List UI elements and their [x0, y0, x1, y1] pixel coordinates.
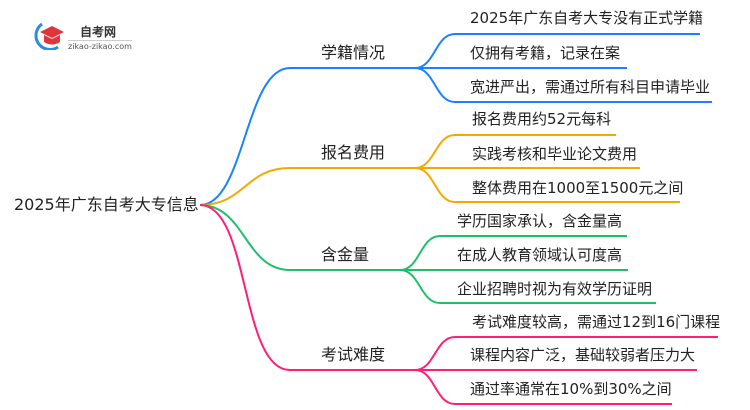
leaf-line-2-2 — [399, 269, 656, 304]
branch-label: 学籍情况 — [321, 43, 386, 62]
leaf-node: 在成人教育领域认可度高 — [457, 246, 623, 264]
branch-label: 含金量 — [321, 245, 370, 264]
leaf-line-3-2 — [414, 369, 672, 405]
branch-line-0 — [199, 67, 415, 206]
leaf-node: 报名费用约52元每科 — [472, 110, 612, 128]
leaf-node: 宽进严出，需通过所有科目申请毕业 — [470, 78, 711, 96]
branch-line-1 — [199, 167, 415, 206]
logo-url: zikao-zikao.com — [68, 40, 132, 51]
logo: 自考网 zikao-zikao.com — [32, 20, 142, 52]
leaf-node: 实践考核和毕业论文费用 — [472, 145, 638, 163]
leaf-node: 仅拥有考籍，记录在案 — [470, 44, 621, 62]
logo-name: 自考网 — [80, 25, 117, 39]
leaf-line-2-0 — [399, 235, 627, 271]
leaf-line-1-2 — [414, 167, 680, 203]
leaf-node: 通过率通常在10%到30%之间 — [470, 380, 672, 398]
leaf-node: 考试难度较高，需通过12到16门课程 — [472, 313, 721, 331]
branch-label: 报名费用 — [321, 143, 386, 162]
leaf-node: 整体费用在1000至1500元之间 — [472, 179, 684, 197]
branch-label: 考试难度 — [321, 345, 386, 364]
leaf-line-3-0 — [414, 336, 718, 371]
leaf-line-1-0 — [414, 134, 616, 169]
leaf-node: 课程内容广泛，基础较弱者压力大 — [470, 346, 696, 364]
branch-line-3 — [199, 204, 415, 371]
branch-line-2 — [199, 204, 400, 271]
leaf-node: 2025年广东自考大专没有正式学籍 — [470, 9, 704, 27]
leaf-line-0-2 — [414, 67, 712, 103]
leaf-line-0-0 — [414, 33, 700, 69]
leaf-node: 学历国家承认，含金量高 — [457, 212, 623, 230]
root-node: 2025年广东自考大专信息 — [14, 195, 199, 214]
graduation-cap-icon — [34, 22, 64, 52]
leaf-node: 企业招聘时视为有效学历证明 — [457, 280, 653, 298]
